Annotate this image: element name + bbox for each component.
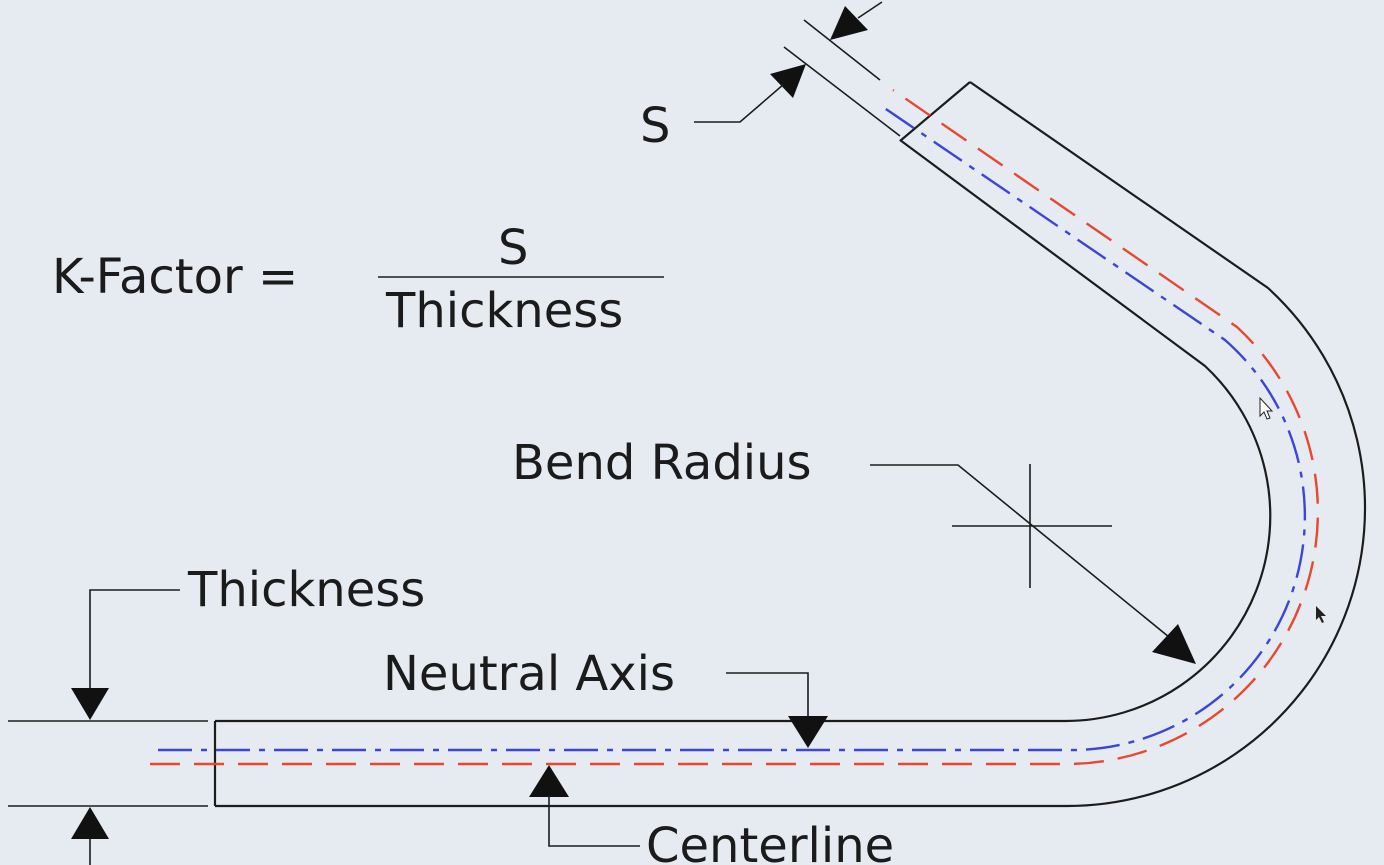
centerline-callout: Centerline <box>529 765 894 865</box>
thickness-arrow-top <box>71 688 109 720</box>
neutral-axis-leader <box>726 672 809 718</box>
neutral-axis-path <box>158 104 1307 752</box>
sheet-part <box>213 81 1367 808</box>
bend-radius-arrow <box>1152 624 1196 664</box>
thickness-arrow-bottom <box>71 807 109 839</box>
centerline-path <box>150 89 1320 766</box>
neutral-axis-arrow <box>788 716 828 748</box>
centerline-leader <box>548 795 640 847</box>
s-dimension: S <box>640 1 901 154</box>
formula-numerator: S <box>498 220 528 276</box>
s-extension-line-2 <box>803 19 881 81</box>
formula-lhs: K-Factor = <box>52 249 298 305</box>
s-arrow-lower <box>770 64 806 98</box>
part-inner-edge <box>215 139 1272 723</box>
centerline-label: Centerline <box>646 818 894 865</box>
neutral-axis-label: Neutral Axis <box>383 646 675 702</box>
leg-end-cap <box>899 81 971 142</box>
s-label: S <box>640 98 670 154</box>
s-arrow-upper-tail <box>857 1 883 19</box>
cursor-icon-1 <box>1259 396 1274 420</box>
bend-radius-label: Bend Radius <box>512 435 812 491</box>
part-outer-edge <box>215 81 1367 808</box>
neutral-axis-callout: Neutral Axis <box>383 646 828 748</box>
s-leader <box>694 83 785 123</box>
k-factor-formula: K-Factor = S Thickness <box>52 220 664 339</box>
formula-denominator: Thickness <box>385 283 623 339</box>
centerline-arrow <box>529 765 569 797</box>
bend-radius-callout: Bend Radius <box>512 435 1196 664</box>
s-extension-line-1 <box>783 46 901 137</box>
thickness-leader <box>89 589 180 690</box>
cursor-icon-2 <box>1316 606 1326 623</box>
thickness-dimension: Thickness <box>8 562 425 865</box>
bend-radius-leader <box>870 464 1181 647</box>
s-arrow-upper <box>830 6 868 40</box>
thickness-label: Thickness <box>187 562 425 618</box>
